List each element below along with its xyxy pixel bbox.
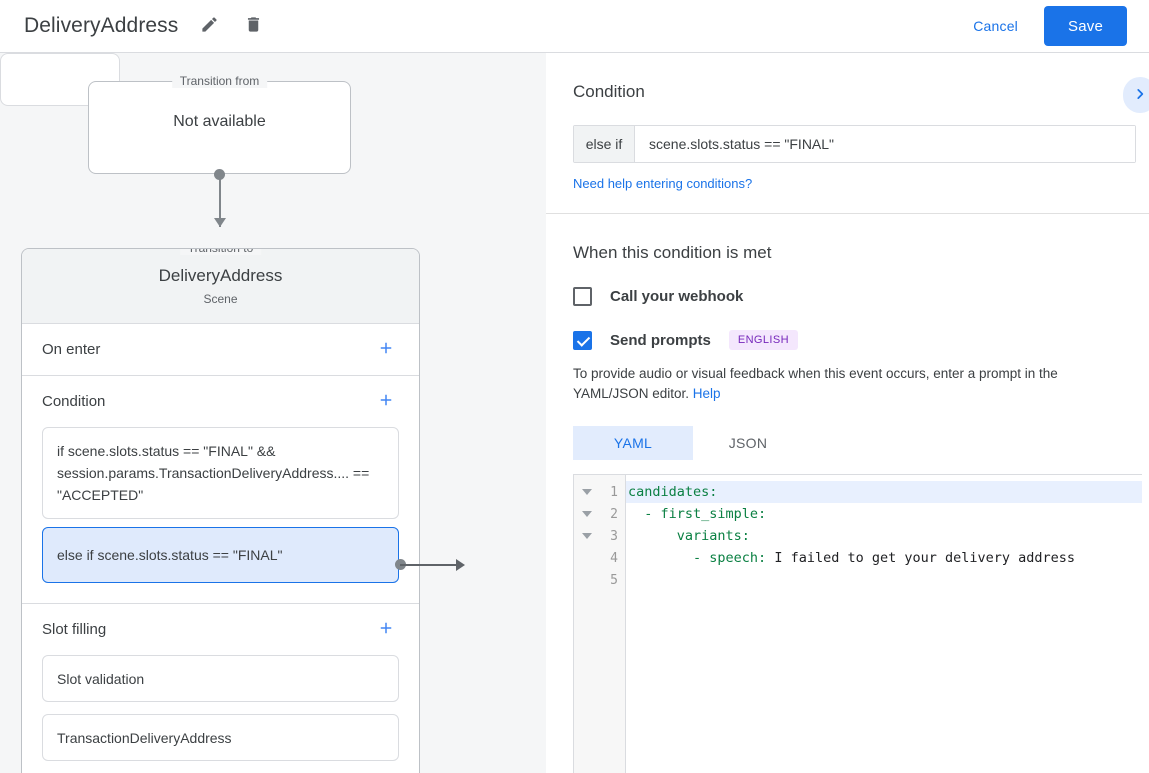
slot-item[interactable]: Slot validation — [42, 655, 399, 702]
section-condition-title: Condition — [42, 393, 106, 410]
pencil-icon — [200, 15, 219, 37]
code-indent — [628, 528, 677, 544]
line-number: 3 — [610, 528, 618, 544]
gutter-line[interactable]: 3 — [574, 525, 625, 547]
gutter-line[interactable]: 4 — [574, 547, 625, 569]
section-on-enter: On enter — [22, 324, 419, 376]
slot-item[interactable]: TransactionDeliveryAddress — [42, 714, 399, 761]
connector-arrow-right — [456, 558, 465, 571]
line-number: 2 — [610, 506, 618, 522]
expand-panel-button[interactable] — [1123, 77, 1149, 113]
panel-condition-heading: Condition — [573, 82, 645, 101]
code-key: - speech: — [693, 550, 767, 566]
transition-from-node[interactable]: Transition from Not available — [88, 74, 351, 174]
cancel-button[interactable]: Cancel — [957, 10, 1034, 42]
code-indent — [628, 550, 693, 566]
connector-line-horizontal — [400, 564, 458, 566]
condition-expression-row: else if — [573, 125, 1136, 163]
flow-canvas[interactable]: Transition from Not available Transition… — [0, 53, 546, 773]
condition-item[interactable]: if scene.slots.status == "FINAL" && sess… — [42, 427, 399, 519]
code-value: I failed to get your delivery address — [766, 550, 1076, 566]
editor-code-area[interactable]: candidates: - first_simple: variants: - … — [626, 475, 1142, 773]
section-on-enter-title: On enter — [42, 341, 101, 358]
scene-title: DeliveryAddress — [158, 266, 283, 285]
connector-line-vertical — [219, 174, 221, 227]
trash-icon — [244, 15, 263, 37]
section-on-enter-header: On enter — [42, 324, 399, 375]
details-panel: Condition else if Need help entering con… — [546, 53, 1149, 773]
editor-gutter: 1 2 3 4 5 — [574, 475, 626, 773]
plus-icon — [377, 619, 395, 640]
edit-button[interactable] — [196, 13, 222, 39]
condition-item-selected[interactable]: else if scene.slots.status == "FINAL" — [42, 527, 399, 583]
transition-to-node[interactable]: Transition to DeliveryAddress Scene On e… — [21, 248, 420, 773]
section-slot-filling-header: Slot filling — [42, 604, 399, 655]
code-indent — [628, 506, 644, 522]
condition-expression-input[interactable] — [635, 126, 1135, 162]
call-webhook-checkbox[interactable] — [573, 287, 592, 306]
language-badge: ENGLISH — [728, 330, 798, 350]
gutter-line[interactable]: 1 — [574, 481, 625, 503]
add-on-enter-button[interactable] — [373, 337, 399, 363]
code-editor[interactable]: 1 2 3 4 5 candidates: - first_simple: va… — [573, 474, 1142, 773]
chevron-right-icon — [1133, 87, 1147, 104]
code-line — [626, 569, 1142, 591]
delete-button[interactable] — [240, 13, 266, 39]
condition-prefix-label: else if — [574, 126, 635, 162]
connector-arrow-down — [213, 218, 226, 227]
section-condition-body: if scene.slots.status == "FINAL" && sess… — [42, 427, 399, 603]
code-line: - first_simple: — [626, 503, 1142, 525]
add-condition-button[interactable] — [373, 389, 399, 415]
app-header: DeliveryAddress Cancel Save — [0, 0, 1149, 53]
send-prompts-label: Send prompts — [610, 331, 711, 349]
section-slot-filling-title: Slot filling — [42, 621, 107, 638]
section-condition-header: Condition — [42, 376, 399, 427]
line-number: 4 — [610, 550, 618, 566]
panel-condition-section: Condition else if Need help entering con… — [546, 53, 1149, 214]
code-key: - first_simple: — [644, 506, 767, 522]
fold-arrow-icon[interactable] — [582, 511, 592, 517]
add-slot-filling-button[interactable] — [373, 617, 399, 643]
transition-from-value: Not available — [173, 113, 266, 130]
scene-subtitle: Scene — [203, 292, 238, 306]
code-key: candidates: — [628, 484, 718, 500]
send-prompts-checkbox[interactable] — [573, 330, 592, 350]
section-slot-filling: Slot filling Slot validation Transaction… — [22, 604, 419, 773]
fold-arrow-icon[interactable] — [582, 489, 592, 495]
prompts-description-text: To provide audio or visual feedback when… — [573, 366, 1058, 401]
save-button[interactable]: Save — [1044, 6, 1127, 46]
fold-arrow-icon[interactable] — [582, 533, 592, 539]
tab-yaml[interactable]: YAML — [573, 426, 693, 460]
webhook-row[interactable]: Call your webhook — [573, 287, 1122, 306]
gutter-line[interactable]: 2 — [574, 503, 625, 525]
scene-header: DeliveryAddress Scene — [22, 249, 419, 324]
line-number: 5 — [610, 572, 618, 588]
page-title: DeliveryAddress — [24, 14, 179, 37]
prompts-description: To provide audio or visual feedback when… — [573, 364, 1122, 404]
transition-from-legend: Transition from — [171, 74, 268, 88]
gutter-line[interactable]: 5 — [574, 569, 625, 591]
tab-json[interactable]: JSON — [693, 426, 803, 460]
code-key: variants: — [676, 528, 750, 544]
editor-format-tabs: YAML JSON — [573, 426, 1122, 460]
line-number: 1 — [610, 484, 618, 500]
call-webhook-label: Call your webhook — [610, 288, 744, 305]
prompts-help-link[interactable]: Help — [692, 386, 721, 401]
plus-icon — [377, 391, 395, 412]
condition-help-link[interactable]: Need help entering conditions? — [573, 176, 753, 191]
code-line: candidates: — [626, 481, 1142, 503]
code-line: - speech: I failed to get your delivery … — [626, 547, 1142, 569]
panel-when-met-section: When this condition is met Call your web… — [546, 214, 1149, 773]
plus-icon — [377, 339, 395, 360]
transition-to-legend: Transition to — [179, 249, 262, 255]
section-condition: Condition if scene.slots.status == "FINA… — [22, 376, 419, 604]
when-met-heading: When this condition is met — [573, 243, 772, 262]
code-line: variants: — [626, 525, 1142, 547]
send-prompts-row[interactable]: Send prompts ENGLISH — [573, 330, 1122, 350]
section-slot-filling-body: Slot validation TransactionDeliveryAddre… — [42, 655, 399, 773]
